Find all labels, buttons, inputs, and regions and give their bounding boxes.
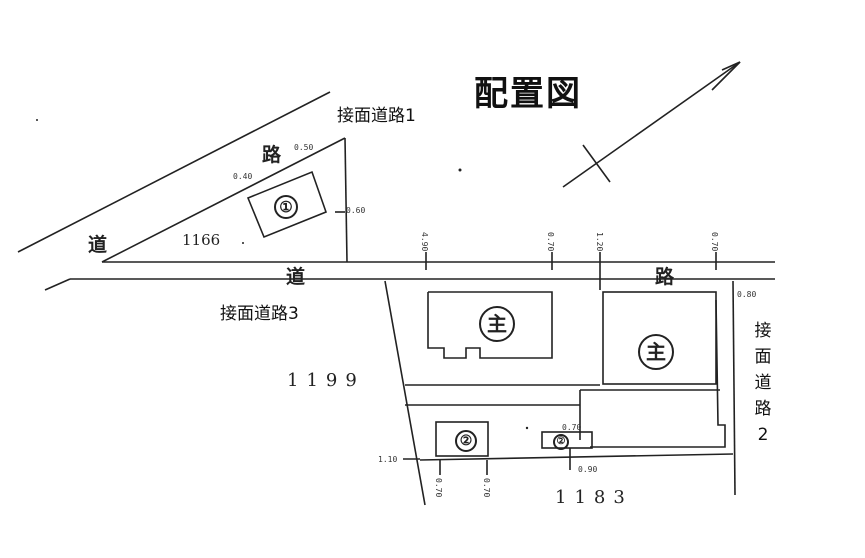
dimension-label: 4.90 bbox=[420, 232, 429, 252]
lot-number-1183: 1183 bbox=[555, 487, 633, 508]
dimension-label: 0.70 bbox=[434, 478, 443, 498]
road2-label: 接 面 道 路 2 bbox=[751, 318, 775, 448]
main-building-1-outline bbox=[427, 291, 553, 359]
speck bbox=[242, 242, 244, 244]
main-building-2-marker: 主 bbox=[638, 334, 674, 370]
small-shed-outline bbox=[541, 431, 593, 449]
road-text-michi-upper: 道 bbox=[88, 234, 108, 256]
dimension-label: 0.60 bbox=[346, 206, 366, 215]
road3-stub bbox=[44, 278, 71, 291]
road2-char: 路 bbox=[754, 399, 772, 419]
dimension-label: 0.70 bbox=[482, 478, 491, 498]
lot-number-1166: 1166 bbox=[182, 231, 221, 249]
small-shed-marker: ② bbox=[553, 434, 569, 450]
speck bbox=[525, 426, 529, 430]
lot-number-1199: 1199 bbox=[287, 370, 365, 391]
dimension-label: 0.70 bbox=[562, 423, 582, 432]
road2-char: 2 bbox=[757, 425, 769, 445]
dimension-label: 1.20 bbox=[595, 232, 604, 252]
dimension-label: 0.70 bbox=[546, 232, 555, 252]
parcel-west-boundary bbox=[384, 280, 426, 506]
road-text-ro-lower: 路 bbox=[655, 266, 675, 288]
north-arrow-crossbar bbox=[582, 144, 611, 183]
main-building-1-marker: 主 bbox=[479, 306, 515, 342]
road2-char: 面 bbox=[754, 347, 772, 367]
dimension-label: 1.10 bbox=[378, 455, 398, 464]
road1-inner-line bbox=[101, 137, 346, 263]
speck bbox=[458, 168, 462, 172]
speck bbox=[36, 119, 38, 121]
parcel-east-boundary bbox=[732, 280, 736, 496]
building-2-marker: ② bbox=[455, 430, 477, 452]
building-1-outline bbox=[246, 170, 328, 239]
page-title: 配置図 bbox=[474, 74, 582, 114]
road3-label: 接面道路3 bbox=[220, 304, 299, 324]
road1-label: 接面道路1 bbox=[337, 106, 416, 126]
dimension-label: 0.50 bbox=[294, 143, 314, 152]
road2-char: 道 bbox=[754, 373, 772, 393]
dimension-label: 0.70 bbox=[710, 232, 719, 252]
north-arrow-head bbox=[711, 61, 741, 91]
road-text-michi-lower: 道 bbox=[286, 266, 306, 288]
dimension-label: 0.80 bbox=[737, 290, 757, 299]
dimension-label: 0.90 bbox=[578, 465, 598, 474]
parcel-south-boundary bbox=[419, 453, 734, 461]
lot-1166-east-boundary bbox=[344, 137, 348, 263]
road-text-ro-upper: 路 bbox=[262, 144, 282, 166]
building-1-marker: ① bbox=[274, 195, 298, 219]
main-building-2-extension bbox=[590, 299, 726, 448]
road2-char: 接 bbox=[754, 321, 772, 341]
road1-outer-line bbox=[17, 91, 331, 253]
building-2-outline bbox=[435, 421, 489, 457]
dimension-label: 0.40 bbox=[233, 172, 253, 181]
north-arrow-shaft bbox=[562, 61, 741, 188]
